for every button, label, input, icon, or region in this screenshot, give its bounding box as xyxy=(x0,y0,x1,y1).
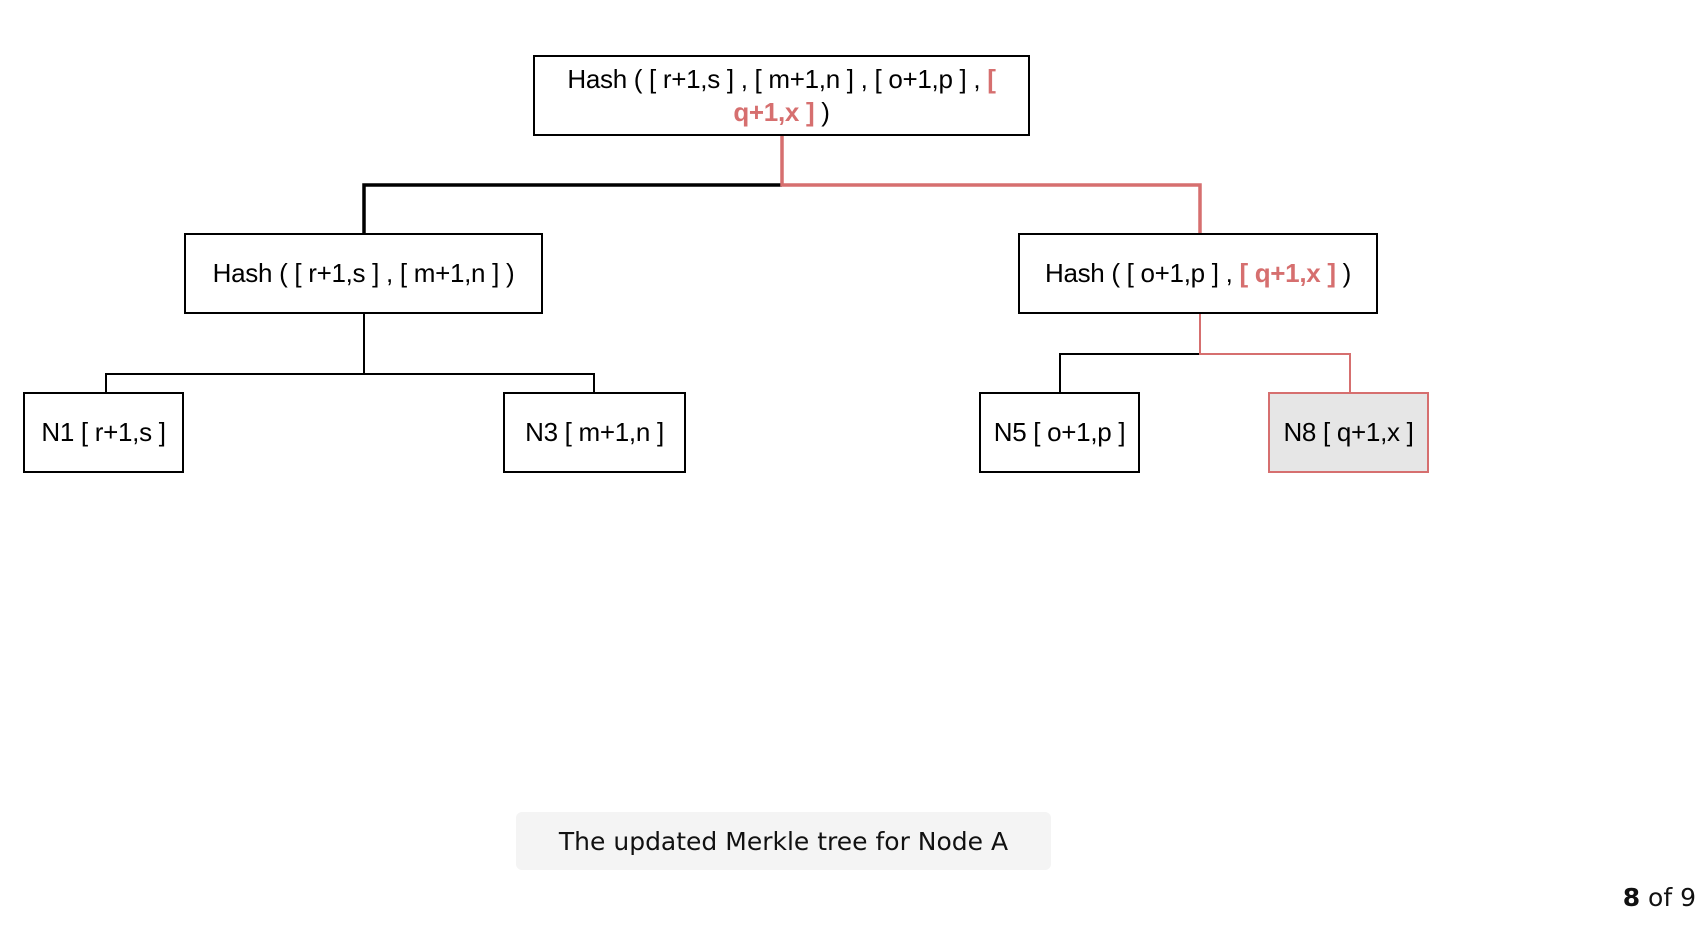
right-hash-node: Hash ( [ o+1,p ] , [ q+1,x ] ) xyxy=(1018,233,1378,314)
leaf-node-n3: N3 [ m+1,n ] xyxy=(503,392,686,473)
root-hash-text: Hash ( [ r+1,s ] , [ m+1,n ] , [ o+1,p ]… xyxy=(541,63,1022,129)
root-hash-suffix: ) xyxy=(814,96,830,127)
right-hash-highlight: [ q+1,x ] xyxy=(1239,258,1336,288)
root-hash-prefix: Hash ( [ r+1,s ] , [ m+1,n ] , [ o+1,p ]… xyxy=(567,63,988,94)
leaf-node-n8: N8 [ q+1,x ] xyxy=(1268,392,1429,473)
leaf-node-n5: N5 [ o+1,p ] xyxy=(979,392,1140,473)
connector-right-n8 xyxy=(1199,314,1351,392)
root-hash-node: Hash ( [ r+1,s ] , [ m+1,n ] , [ o+1,p ]… xyxy=(533,55,1030,136)
caption-text: The updated Merkle tree for Node A xyxy=(558,826,1009,856)
pager-current: 8 xyxy=(1622,883,1641,912)
right-hash-suffix: ) xyxy=(1335,258,1352,288)
root-hash-highlight: [ q+1,x ] xyxy=(733,63,1003,127)
leaf-label-n1: N1 [ r+1,s ] xyxy=(41,417,166,447)
pager-separator: of xyxy=(1640,883,1681,912)
connector-root-right xyxy=(780,136,1202,233)
connector-right-n5 xyxy=(1059,353,1200,392)
pager-total: 9 xyxy=(1680,883,1696,912)
leaf-label-n5: N5 [ o+1,p ] xyxy=(993,417,1126,447)
leaf-label-n8: N8 [ q+1,x ] xyxy=(1283,417,1414,447)
leaf-node-n1: N1 [ r+1,s ] xyxy=(23,392,184,473)
leaf-label-n3: N3 [ m+1,n ] xyxy=(525,417,664,447)
left-hash-label: Hash ( [ r+1,s ] , [ m+1,n ] ) xyxy=(212,258,515,288)
right-hash-text: Hash ( [ o+1,p ] , [ q+1,x ] ) xyxy=(1045,257,1351,290)
connector-left-n1-n3 xyxy=(105,373,595,392)
connector-root-left xyxy=(362,183,782,233)
left-hash-node: Hash ( [ r+1,s ] , [ m+1,n ] ) xyxy=(184,233,543,314)
right-hash-prefix: Hash ( [ o+1,p ] , xyxy=(1044,258,1240,288)
slide-pager: 8 of 9 xyxy=(1623,883,1696,912)
figure-caption: The updated Merkle tree for Node A xyxy=(516,812,1051,870)
